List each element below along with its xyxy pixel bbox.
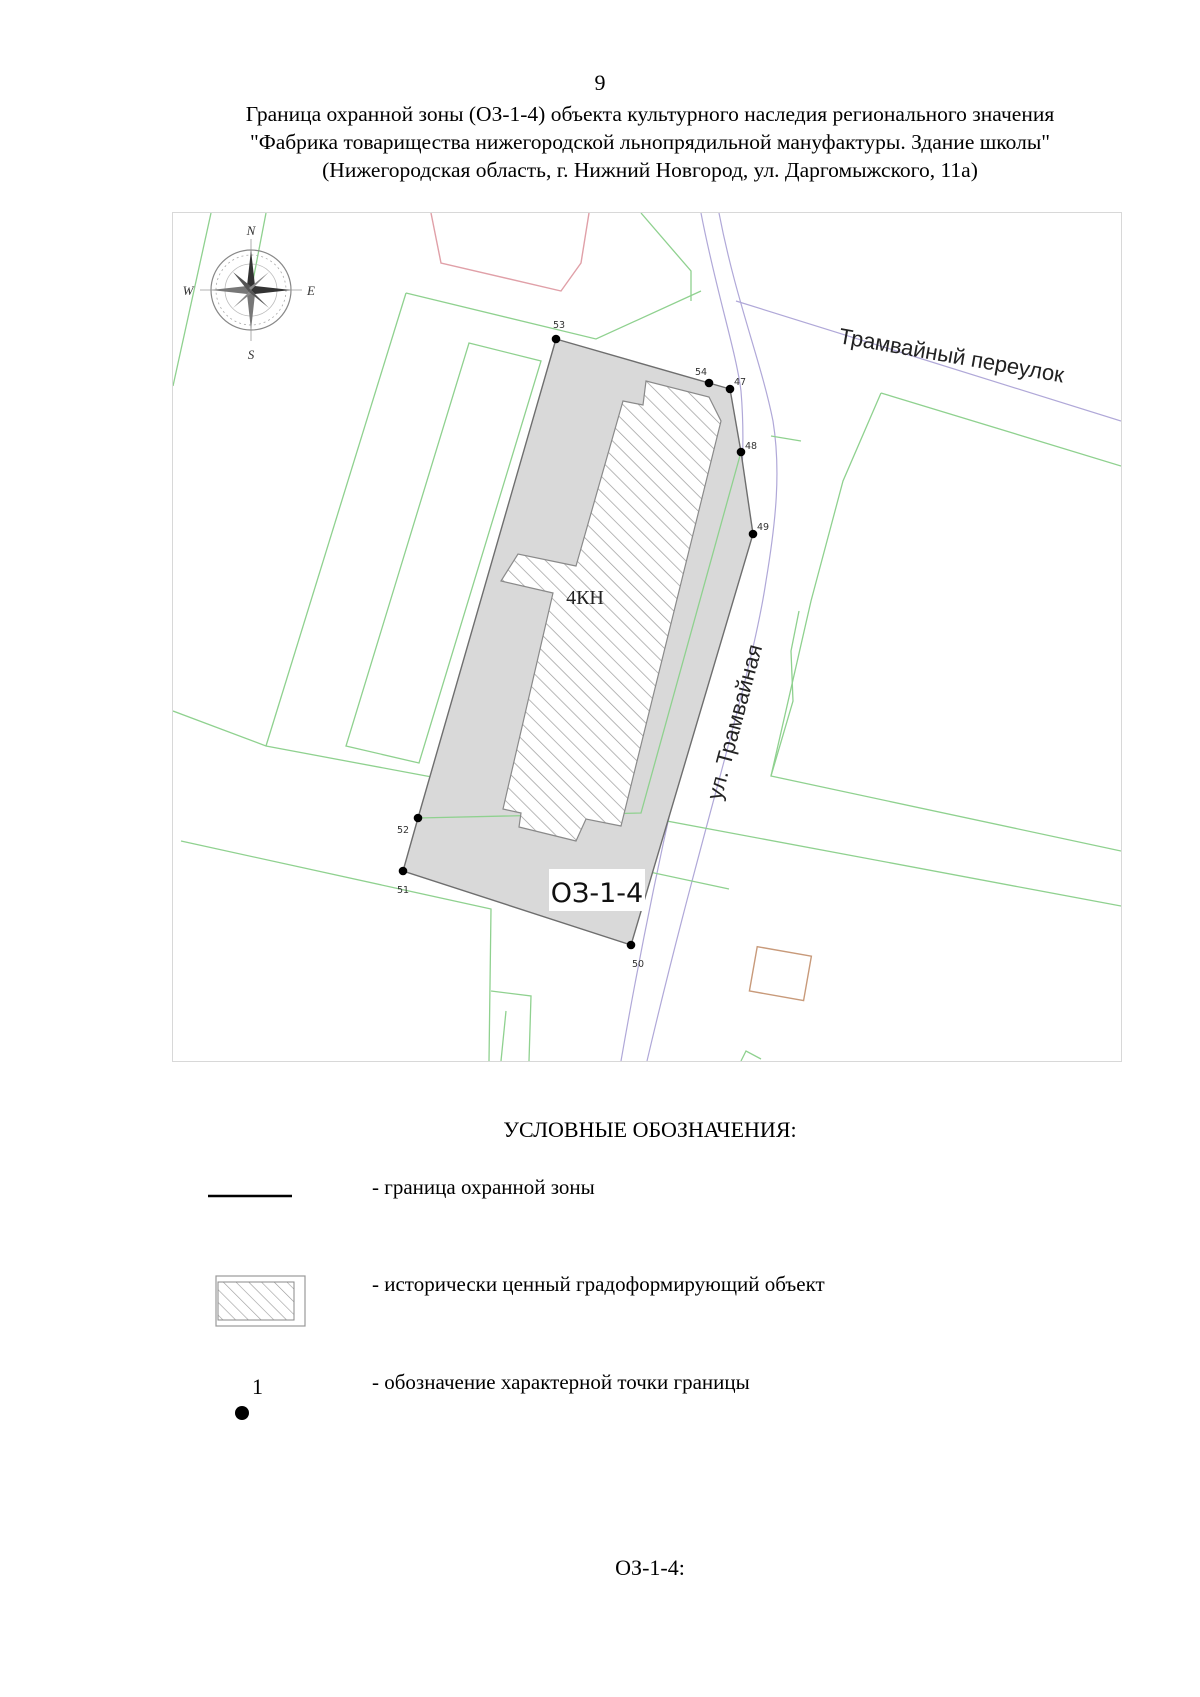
historic-building-hatch	[500, 380, 722, 842]
title-line-3: (Нижегородская область, г. Нижний Новгор…	[322, 158, 978, 182]
compass-e-label: E	[306, 283, 315, 298]
compass-n-label: N	[246, 223, 257, 238]
legend-item-boundary-point: 1 - обозначение характерной точки границ…	[200, 1370, 1100, 1440]
neighbor-building-outline	[430, 213, 590, 292]
compass-w-label: W	[183, 283, 195, 298]
street-label-tram-lane: Трамвайный переулок	[837, 323, 1066, 387]
title-line-2: "Фабрика товарищества нижегородской льно…	[249, 130, 1051, 154]
point-53-marker	[551, 334, 561, 344]
footer-zone-label: ОЗ-1-4:	[615, 1555, 685, 1580]
point-48-label: 48	[745, 441, 757, 452]
point-52-marker	[413, 813, 423, 823]
legend-item-historic-object: - исторически ценный градоформирующий об…	[200, 1272, 1100, 1342]
point-49-marker	[748, 529, 758, 539]
zone-label: ОЗ-1-4	[551, 878, 643, 909]
point-49-label: 49	[757, 522, 769, 533]
document-title: Граница охранной зоны (ОЗ-1-4) объекта к…	[100, 100, 1200, 184]
hatch-swatch-icon	[200, 1272, 330, 1342]
point-54-marker	[704, 378, 714, 388]
boundary-line-icon	[200, 1175, 330, 1245]
page-number: 9	[594, 70, 606, 95]
legend-item-zone-boundary: - граница охранной зоны	[200, 1175, 1100, 1245]
point-50-marker	[626, 940, 636, 950]
point-48-marker	[736, 447, 746, 457]
legend-point-number: 1	[252, 1374, 263, 1399]
site-map: 4КН ОЗ-1-4 Трамвайный переулок ул. Трамв…	[173, 213, 1121, 1061]
small-building-outline	[748, 945, 813, 1002]
point-51-label: 51	[397, 885, 409, 896]
legend-text-zone-boundary: - граница охранной зоны	[372, 1175, 595, 1199]
point-52-label: 52	[397, 825, 409, 836]
point-51-marker	[398, 866, 408, 876]
point-47-label: 47	[734, 377, 746, 388]
parcel-inner	[345, 342, 542, 764]
boundary-points: 53 54 47 48 49 50 51 52	[397, 320, 769, 970]
point-50-label: 50	[632, 959, 644, 970]
legend-text-boundary-point: - обозначение характерной точки границы	[372, 1370, 750, 1394]
tram-lane-edge	[735, 300, 1121, 422]
compass-rose-icon: N E S W	[183, 223, 315, 362]
compass-s-label: S	[248, 347, 255, 362]
point-47-marker	[725, 384, 735, 394]
boundary-point-icon: 1	[200, 1370, 330, 1440]
building-code-label: 4КН	[566, 587, 604, 609]
point-53-label: 53	[553, 320, 565, 331]
legend-text-historic-object: - исторически ценный градоформирующий об…	[372, 1272, 825, 1296]
legend-heading: УСЛОВНЫЕ ОБОЗНАЧЕНИЯ:	[503, 1117, 797, 1142]
map-frame: 4КН ОЗ-1-4 Трамвайный переулок ул. Трамв…	[172, 212, 1122, 1062]
tram-street-edge-east	[646, 213, 778, 1061]
title-line-1: Граница охранной зоны (ОЗ-1-4) объекта к…	[245, 102, 1055, 126]
point-54-label: 54	[695, 367, 707, 378]
